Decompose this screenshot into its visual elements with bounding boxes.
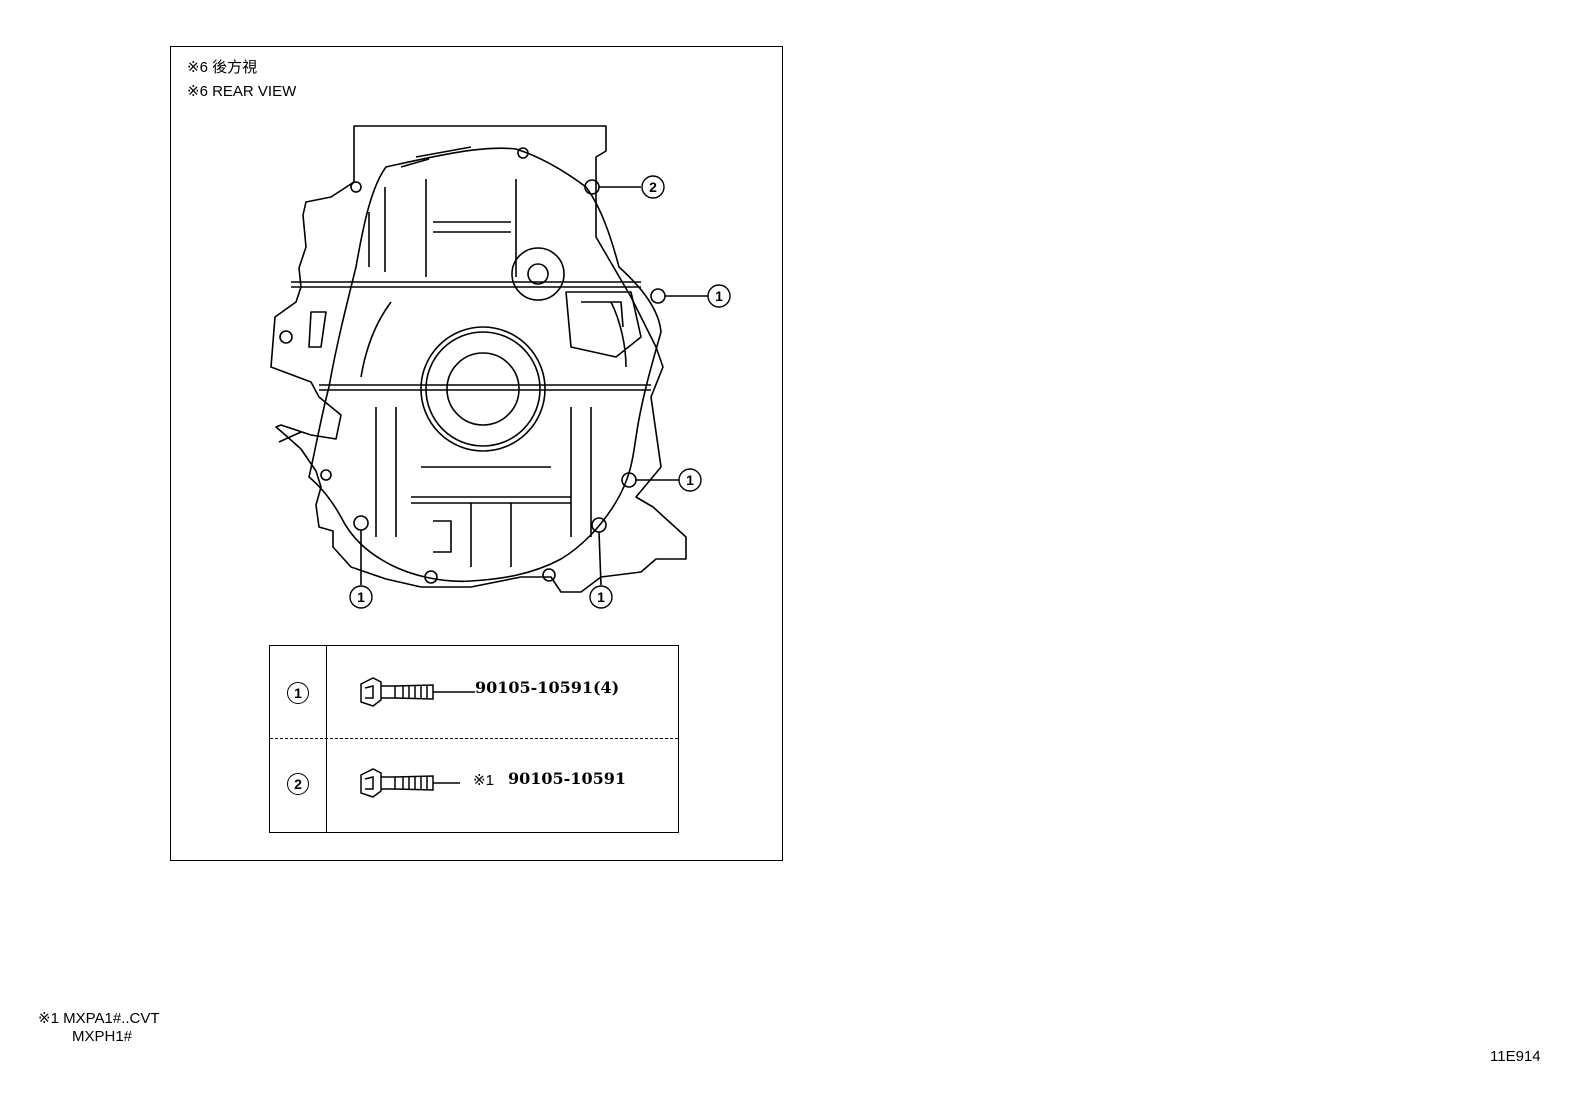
parts-table: 1 90105-10591(4) 2 ※1 9010 <box>269 645 679 833</box>
diagram-frame: ※6 後方視 ※6 REAR VIEW <box>170 46 783 861</box>
callout-markers <box>349 175 731 609</box>
footnote-line: ※1 MXPA1#..CVT <box>38 1010 160 1027</box>
view-title-japanese: ※6 後方視 <box>187 59 258 76</box>
figure-code: 11E914 <box>1490 1048 1541 1065</box>
callout-label: 1 <box>597 589 605 605</box>
bolt-icon <box>360 768 460 798</box>
callout-label: 1 <box>715 288 723 304</box>
callout-1-lower-right <box>678 468 702 492</box>
callout-2-upper-right <box>641 175 665 199</box>
callout-1-bottom-left <box>349 585 373 609</box>
callout-label: 2 <box>649 179 657 195</box>
applicability-note: ※1 <box>473 772 494 789</box>
callout-1-bottom-right <box>589 585 613 609</box>
footnote-line: MXPH1# <box>72 1028 133 1045</box>
bolt-icon <box>360 677 475 707</box>
row-ref-circle: 1 <box>287 682 309 704</box>
part-number: 90105-10591 <box>508 769 626 788</box>
callout-1-right <box>707 284 731 308</box>
row-divider <box>270 738 678 739</box>
column-divider <box>326 646 327 832</box>
callout-label: 1 <box>357 589 365 605</box>
engine-block-rear-view-drawing: 2 1 1 1 1 <box>270 125 731 609</box>
callout-label: 1 <box>686 472 694 488</box>
row-ref-circle: 2 <box>287 773 309 795</box>
view-title-english: ※6 REAR VIEW <box>187 83 297 100</box>
footnote: ※1 MXPA1#..CVT MXPH1# <box>38 1010 160 1046</box>
part-number: 90105-10591(4) <box>475 678 620 697</box>
